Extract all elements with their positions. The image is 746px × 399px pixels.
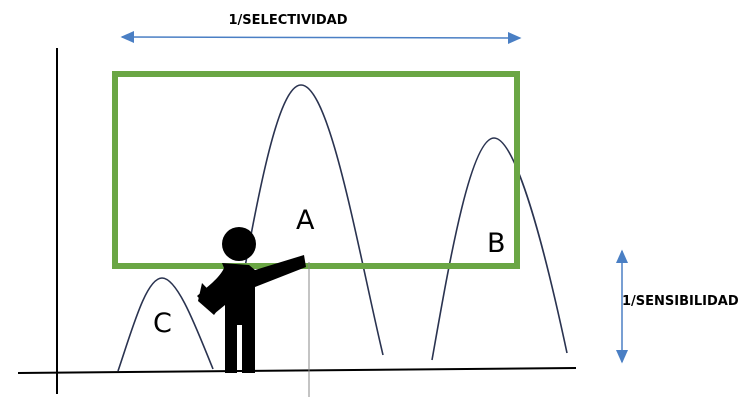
x-axis: [17, 367, 577, 374]
peak-b-label: B: [487, 228, 506, 259]
peak-c-curve: [117, 277, 214, 372]
detection-window: [112, 71, 520, 269]
selectivity-arrow: [120, 31, 522, 44]
person-pointing-icon: [197, 227, 306, 373]
selectivity-label: 1/SELECTIVIDAD: [229, 13, 348, 28]
peak-a-label: A: [296, 205, 315, 236]
peak-c-label: C: [153, 308, 172, 339]
sensitivity-label: 1/SENSIBILIDAD: [622, 294, 739, 309]
